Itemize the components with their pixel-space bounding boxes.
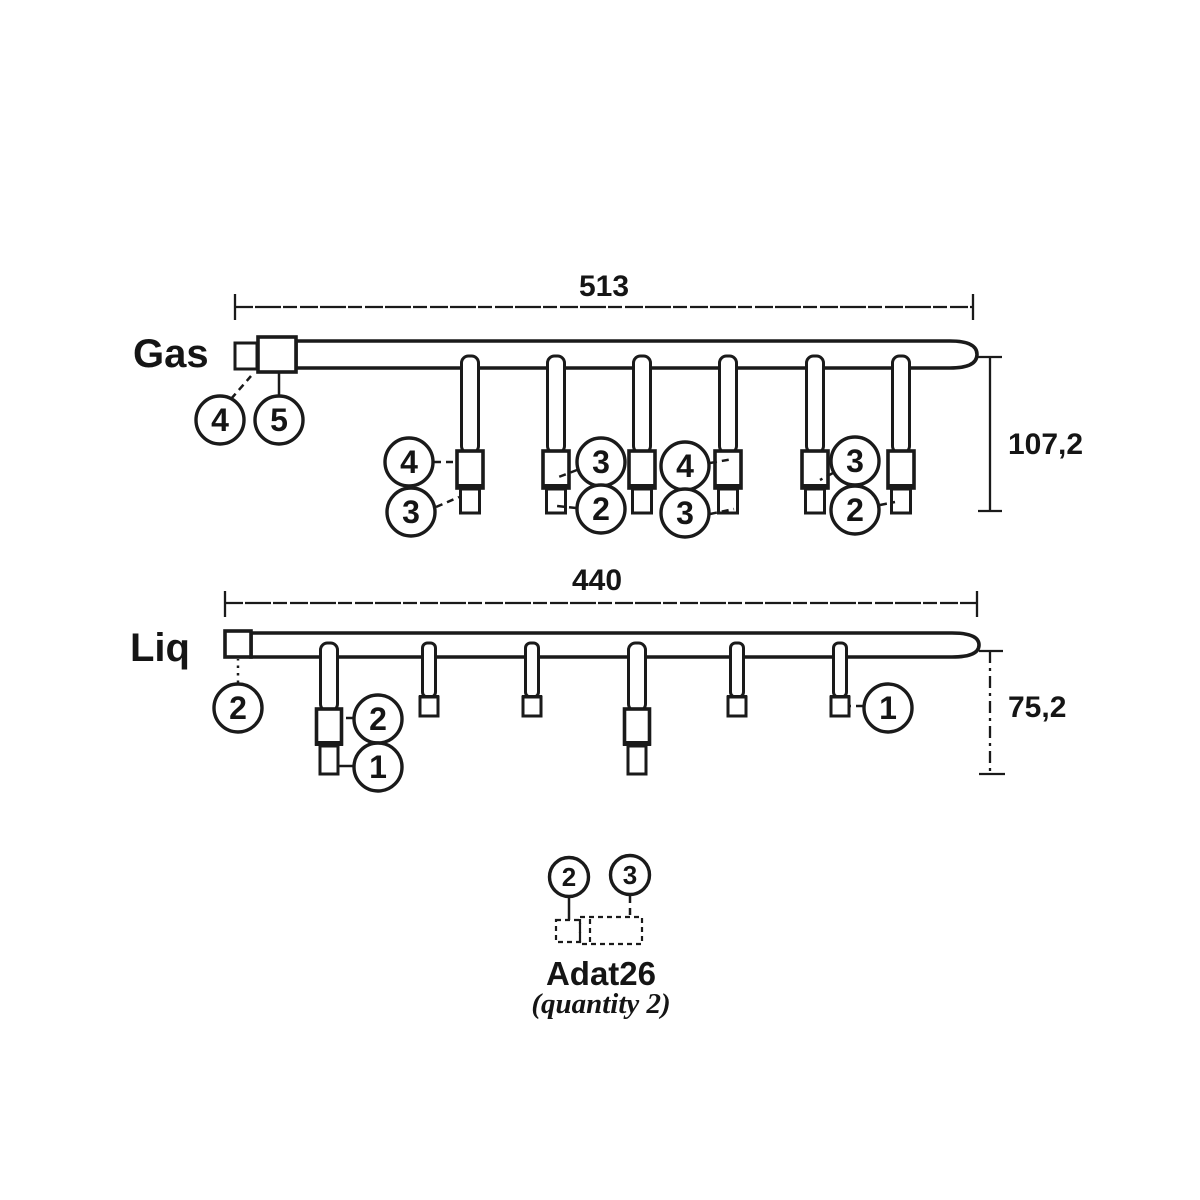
gas-assembly: Gas 513 107,2 <box>133 270 1083 539</box>
liq-section-label: Liq <box>130 626 190 670</box>
callout-gas-endplug: 5 <box>253 372 305 446</box>
balloon-number: 2 <box>592 491 610 527</box>
balloon-number: 4 <box>211 402 229 438</box>
leader-line <box>709 457 734 465</box>
gas-branch-tube-6 <box>884 354 918 515</box>
leader-line <box>556 504 577 510</box>
balloon-number: 3 <box>846 443 864 479</box>
liq-pipe-body <box>249 631 981 659</box>
balloon-number: 3 <box>623 860 637 890</box>
gas-branch-tube-2 <box>539 354 573 515</box>
callout-liq-tube6-tip: 1 <box>850 682 914 734</box>
gas-branch-tube-1 <box>453 354 487 515</box>
balloon-circle <box>829 484 881 536</box>
adapter-small-block <box>554 918 582 944</box>
callout-adapter-3: 3 <box>608 853 652 917</box>
balloon-number: 5 <box>270 402 288 438</box>
balloon-circle <box>383 436 435 488</box>
balloon-circle <box>253 394 305 446</box>
balloon-number: 2 <box>229 690 247 726</box>
adapter-name: Adat26 <box>546 955 656 992</box>
leader-line <box>555 468 578 480</box>
balloon-number: 2 <box>369 701 387 737</box>
callout-gas-tube2-fitting: 3 <box>555 436 627 488</box>
balloon-circle <box>194 394 246 446</box>
leader-line <box>819 471 834 482</box>
gas-height-dim-text: 107,2 <box>1008 428 1083 461</box>
callout-gas-tube2-tip: 2 <box>556 483 627 535</box>
gas-length-dim-text: 513 <box>579 270 629 303</box>
callout-gas-tube1-tip: 3 <box>385 486 460 538</box>
gas-branch-tube-4 <box>711 354 745 515</box>
balloon-circle <box>659 487 711 539</box>
callout-gas-tube1-fitting: 4 <box>383 436 456 488</box>
liq-length-dimension: 440 <box>223 564 979 617</box>
gas-length-dimension: 513 <box>233 270 975 320</box>
balloon-number: 4 <box>676 448 694 484</box>
balloon-number: 3 <box>592 444 610 480</box>
callout-liq-endcap: 2 <box>212 659 264 734</box>
balloon-number: 2 <box>846 492 864 528</box>
adapter-large-block <box>578 915 644 946</box>
adapter-quantity-note: (quantity 2) <box>531 988 670 1020</box>
gas-section-label: Gas <box>133 332 209 376</box>
liq-branch-tube-1 <box>313 641 345 776</box>
balloon-number: 3 <box>676 495 694 531</box>
callout-gas-tube4-fitting: 4 <box>659 440 734 492</box>
balloon-circle <box>575 483 627 535</box>
callout-liq-tube1-tip: 1 <box>339 741 404 793</box>
liq-height-dim-text: 75,2 <box>1008 691 1066 724</box>
adapter-part: 2 3 Adat26 (quantity 2) <box>531 853 671 1020</box>
callout-gas-tube4-tip: 3 <box>659 487 735 539</box>
balloon-circle <box>547 855 591 899</box>
liq-assembly: Liq 440 75,2 2 <box>130 564 1066 793</box>
balloon-number: 4 <box>400 444 418 480</box>
gas-end-plug <box>256 335 298 374</box>
balloon-number: 1 <box>879 690 897 726</box>
liq-branch-tube-3 <box>520 641 544 718</box>
balloon-circle <box>352 741 404 793</box>
balloon-number: 1 <box>369 749 387 785</box>
callout-gas-tube6-tip: 2 <box>829 484 896 536</box>
balloon-number: 3 <box>402 494 420 530</box>
balloon-circle <box>608 853 652 897</box>
liq-branch-tube-4 <box>621 641 653 776</box>
balloon-circle <box>385 486 437 538</box>
leader-line <box>230 375 252 400</box>
gas-height-dimension: 107,2 <box>978 355 1083 513</box>
callout-gas-endcap: 4 <box>194 375 252 446</box>
leader-line <box>435 495 460 509</box>
liq-branch-tube-2 <box>417 641 441 718</box>
liq-end-cap <box>223 629 253 659</box>
callout-adapter-2: 2 <box>547 855 591 920</box>
adapter-phantom-outline <box>554 915 644 946</box>
liq-length-dim-text: 440 <box>572 564 622 597</box>
leader-line <box>879 500 896 507</box>
gas-end-cap <box>233 341 259 371</box>
balloon-circle <box>862 682 914 734</box>
gas-branch-tube-5 <box>798 354 832 515</box>
gas-branch-tube-3 <box>625 354 659 515</box>
balloon-circle <box>212 682 264 734</box>
gas-manifold-pipe <box>233 335 979 374</box>
liq-height-dimension: 75,2 <box>979 649 1066 776</box>
callout-liq-tube1-fitting: 2 <box>342 693 404 745</box>
liq-branch-tube-6 <box>828 641 852 718</box>
balloon-number: 2 <box>562 862 576 892</box>
liq-branch-tube-5 <box>725 641 749 718</box>
leader-line <box>709 507 735 516</box>
